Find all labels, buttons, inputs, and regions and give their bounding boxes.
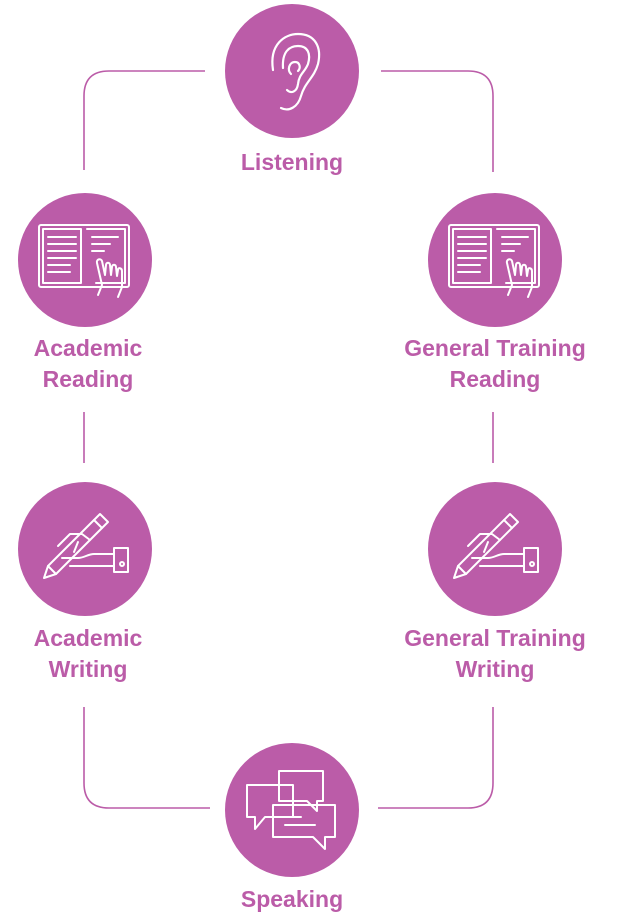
general-training-writing-label: General Training Writing	[404, 625, 586, 682]
academic-reading-circle	[18, 193, 152, 327]
speaking-label: Speaking	[240, 886, 344, 912]
hand-writing-icon	[43, 513, 129, 579]
connector-bottom-left	[83, 707, 210, 809]
general-training-reading-label: General Training Reading	[404, 335, 586, 392]
connector-top-left	[83, 70, 205, 170]
ear-icon	[271, 32, 321, 111]
academic-writing-circle	[18, 482, 152, 616]
connector-bottom-right	[378, 707, 494, 809]
academic-reading-label: Academic Reading	[33, 335, 143, 392]
general-training-writing-circle	[428, 482, 562, 616]
book-reading-icon	[448, 224, 540, 298]
listening-label: Listening	[240, 149, 344, 175]
speaking-circle	[225, 743, 359, 877]
listening-circle	[225, 4, 359, 138]
academic-writing-label: Academic Writing	[33, 625, 143, 682]
connector-top-right	[381, 70, 494, 172]
hand-writing-icon	[453, 513, 539, 579]
speech-bubbles-icon	[246, 770, 336, 850]
general-training-reading-circle	[428, 193, 562, 327]
book-reading-icon	[38, 224, 130, 298]
